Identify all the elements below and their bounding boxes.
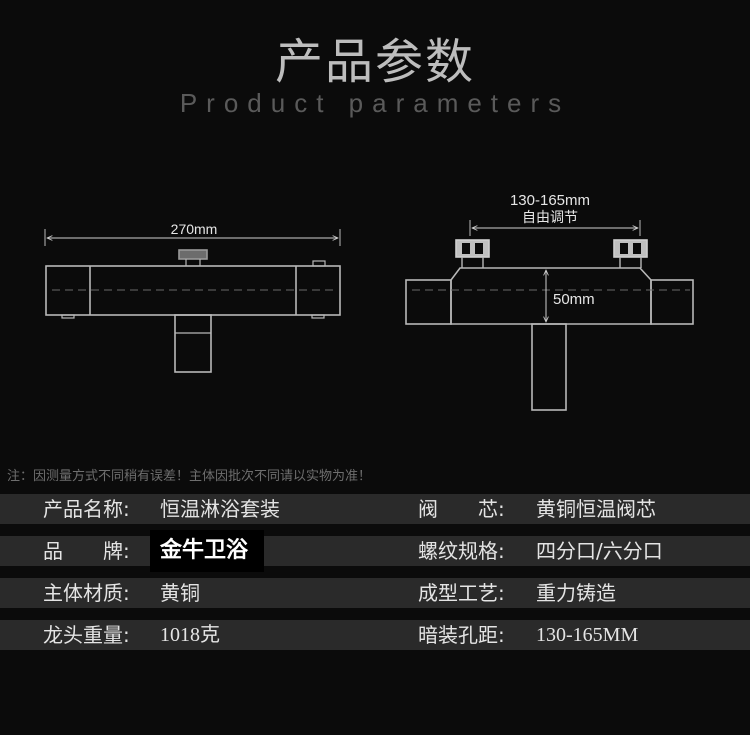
param-value: 黄铜恒温阀芯	[536, 497, 656, 521]
param-label: 龙头重量:	[43, 623, 130, 647]
brand-highlight	[150, 530, 264, 572]
front-top-knob	[178, 249, 208, 260]
side-outlet	[531, 323, 567, 411]
param-value: 四分口/六分口	[536, 539, 663, 563]
brand-value: 金牛卫浴	[160, 538, 249, 563]
right-connector	[613, 239, 648, 258]
param-row: 品 牌: 金牛卫浴 螺纹规格: 四分口/六分口	[0, 530, 750, 572]
param-label: 成型工艺:	[418, 581, 505, 605]
param-label: 品 牌:	[43, 539, 130, 563]
side-spacing-label: 130-165mm	[510, 192, 590, 209]
param-value: 黄铜	[160, 581, 200, 605]
side-height-label: 50mm	[553, 291, 595, 308]
param-label: 暗装孔距:	[418, 623, 505, 647]
side-body	[450, 267, 652, 325]
param-value: 130-165MM	[536, 624, 639, 646]
param-label: 螺纹规格:	[418, 539, 505, 563]
param-row: 龙头重量: 1018克 暗装孔距: 130-165MM	[0, 620, 750, 650]
side-right-end	[650, 279, 694, 325]
side-left-end	[405, 279, 452, 325]
page-title: 产品参数	[274, 34, 475, 90]
param-row: 主体材质: 黄铜 成型工艺: 重力铸造	[0, 578, 750, 608]
measurement-note: 注：因测量方式不同稍有误差！主体因批次不同请以实物为准！	[7, 469, 372, 484]
front-outlet	[174, 314, 212, 373]
page-subtitle: Product parameters	[179, 88, 571, 118]
param-value: 重力铸造	[536, 581, 616, 605]
param-value: 1018克	[160, 624, 220, 646]
front-width-label: 270mm	[171, 221, 218, 237]
param-label: 主体材质:	[43, 581, 130, 605]
param-label: 产品名称:	[43, 497, 130, 521]
side-view	[405, 220, 694, 411]
param-row: 产品名称: 恒温淋浴套装 阀 芯: 黄铜恒温阀芯	[0, 494, 750, 524]
left-connector	[455, 239, 490, 258]
side-spacing-note: 自由调节	[522, 209, 578, 225]
product-dimension-drawing: 270mm 130-165mm 自由调节 50mm	[44, 192, 694, 411]
param-value: 恒温淋浴套装	[160, 497, 280, 521]
front-view	[44, 229, 341, 373]
param-label: 阀 芯:	[418, 497, 505, 521]
